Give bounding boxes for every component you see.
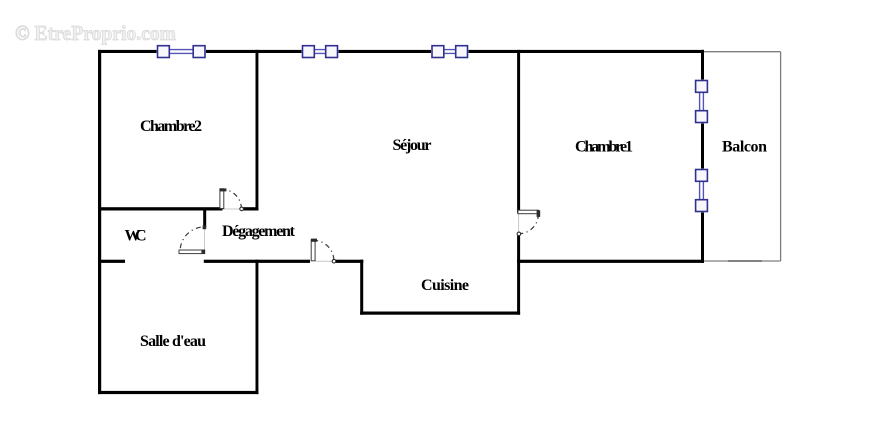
svg-text:Salle d'eau: Salle d'eau: [140, 333, 206, 350]
svg-text:Chambre1: Chambre1: [575, 139, 633, 156]
svg-text:Séjour: Séjour: [393, 137, 432, 154]
svg-text:Cuisine: Cuisine: [421, 277, 469, 294]
svg-text:© EtreProprio.com: © EtreProprio.com: [15, 21, 176, 45]
svg-text:Balcon: Balcon: [722, 139, 767, 156]
svg-text:Dégagement: Dégagement: [222, 223, 296, 240]
svg-text:Chambre2: Chambre2: [140, 118, 202, 135]
svg-text:WC: WC: [125, 228, 147, 245]
